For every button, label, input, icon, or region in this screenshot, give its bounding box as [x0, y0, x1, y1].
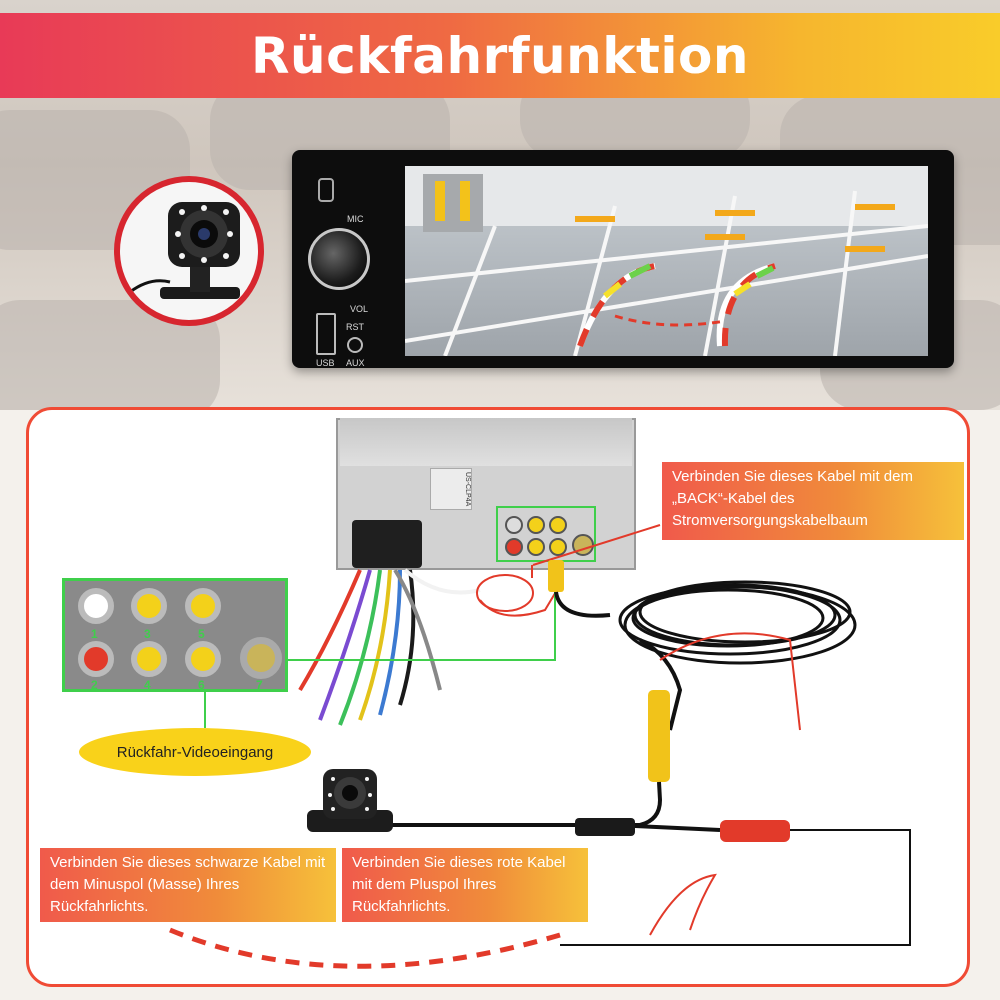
usb-port: [316, 313, 336, 355]
rca-3-number: 3: [144, 627, 151, 641]
callout-red-cable: Verbinden Sie dieses rote Kabel mit dem …: [342, 848, 588, 922]
volume-knob: [308, 228, 370, 290]
rca-2-number: 2: [91, 678, 98, 692]
callout-back-cable: Verbinden Sie dieses Kabel mit dem „BACK…: [662, 462, 964, 540]
rca-1: [78, 588, 114, 624]
usb-label: USB: [316, 358, 335, 368]
iso-connector: [352, 520, 422, 568]
model-sticker: US-CLP4A: [430, 468, 472, 510]
rca-1-number: 1: [91, 627, 98, 641]
rca-6: [185, 641, 221, 677]
head-unit-heatsink: [340, 418, 632, 466]
rst-label: RST: [346, 322, 364, 332]
rear-rca-6: [549, 538, 567, 556]
rear-rca-1: [505, 516, 523, 534]
rear-camera-icon: [129, 202, 240, 299]
rear-rca-3: [527, 516, 545, 534]
aux-port: [347, 337, 363, 353]
rca-4: [131, 641, 167, 677]
rca-7: [240, 637, 282, 679]
vol-label: VOL: [350, 304, 369, 314]
aux-label: AUX: [346, 358, 365, 368]
callout-black-cable-text: Verbinden Sie dieses schwarze Kabel mit …: [50, 854, 326, 915]
reverse-camera-view: [405, 166, 928, 356]
rca-7-number: 7: [256, 678, 263, 692]
callout-back-cable-text: Verbinden Sie dieses Kabel mit dem „BACK…: [672, 468, 913, 529]
rear-rca-5: [549, 516, 567, 534]
page-title: Rückfahrfunktion: [251, 26, 749, 85]
rca-3: [131, 588, 167, 624]
rca-5: [185, 588, 221, 624]
title-banner: Rückfahrfunktion: [0, 13, 1000, 98]
rca-6-number: 6: [198, 678, 205, 692]
rca-2: [78, 641, 114, 677]
rear-rca-2: [505, 538, 523, 556]
usb-c-port: [318, 178, 334, 202]
camera-small-icon: [307, 769, 393, 832]
parking-guide-lines-graphic: [405, 166, 928, 356]
video-input-label: Rückfahr-Videoeingang: [79, 728, 311, 776]
callout-black-cable: Verbinden Sie dieses schwarze Kabel mit …: [40, 848, 336, 922]
mic-label: MIC: [347, 214, 364, 224]
rca-5-number: 5: [198, 627, 205, 641]
rear-rca-4: [527, 538, 545, 556]
camera-thumbnail: [114, 176, 264, 326]
callout-red-cable-text: Verbinden Sie dieses rote Kabel mit dem …: [352, 854, 566, 915]
video-input-label-text: Rückfahr-Videoeingang: [116, 743, 274, 761]
rca-4-number: 4: [144, 678, 151, 692]
